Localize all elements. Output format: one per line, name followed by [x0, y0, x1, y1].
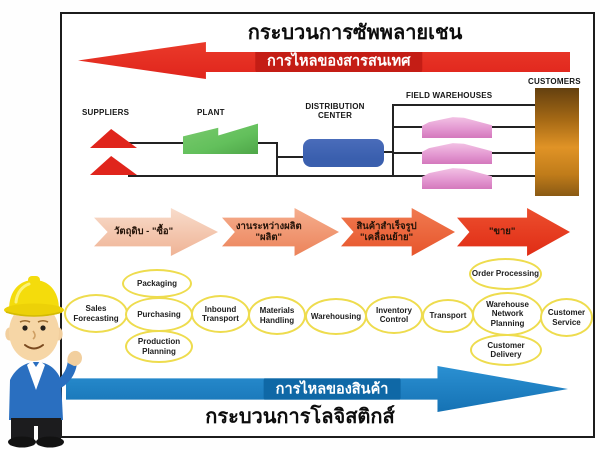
- activity-oval-inbound-transport: Inbound Transport: [191, 295, 250, 333]
- activity-oval-packaging: Packaging: [122, 269, 192, 298]
- stage-label: วัตถุดิบ - "ซื้อ": [114, 226, 174, 238]
- stage-label: สินค้าสำเร็จรูป "เคลื่อนย้าย": [356, 220, 417, 243]
- activity-oval-production-planning: Production Planning: [125, 330, 193, 363]
- customers-block-icon: [535, 88, 579, 196]
- information-flow-label: การไหลของสารสนเทศ: [255, 48, 423, 73]
- activity-oval-materials-handling: Materials Handling: [248, 296, 306, 335]
- field-warehouses-label: FIELD WAREHOUSES: [406, 91, 493, 100]
- supply-chain-title: กระบวนการซัพพลายเชน: [247, 22, 463, 44]
- activity-oval-transport: Transport: [422, 299, 474, 333]
- activity-oval-warehousing: Warehousing: [305, 298, 367, 335]
- activity-oval-customer-delivery: Customer Delivery: [470, 334, 542, 366]
- activity-oval-purchasing: Purchasing: [125, 297, 193, 332]
- connector-line: [392, 104, 537, 106]
- customers-label: CUSTOMERS: [528, 77, 581, 86]
- activity-oval-customer-service: Customer Service: [540, 298, 593, 337]
- stage-label: งานระหว่างผลิต "ผลิต": [235, 220, 302, 243]
- field-warehouse-icon: [422, 168, 492, 189]
- connector-line: [383, 151, 393, 153]
- distribution-center-label: DISTRIBUTION CENTER: [305, 102, 365, 121]
- field-warehouse-icon: [422, 143, 492, 164]
- activity-oval-inventory-control: Inventory Control: [365, 296, 423, 334]
- connector-line: [276, 142, 278, 177]
- suppliers-label: SUPPLIERS: [82, 108, 130, 117]
- logistics-title: กระบวนการโลจิสติกส์: [205, 406, 395, 428]
- activity-oval-order-processing: Order Processing: [469, 258, 542, 290]
- plant-label: PLANT: [197, 108, 225, 117]
- field-warehouse-icon: [422, 117, 492, 138]
- engineer-mascot-icon: [4, 276, 82, 448]
- connector-line: [128, 175, 537, 177]
- goods-flow-label: การไหลของสินค้า: [263, 376, 401, 402]
- connector-line: [392, 104, 394, 177]
- activity-oval-warehouse-network-planning: Warehouse Network Planning: [472, 292, 543, 336]
- connector-line: [278, 156, 304, 158]
- distribution-center-icon: [303, 139, 384, 167]
- stage-label: "ขาย": [488, 226, 516, 238]
- activity-oval-sales-forecasting: Sales Forecasting: [64, 294, 128, 333]
